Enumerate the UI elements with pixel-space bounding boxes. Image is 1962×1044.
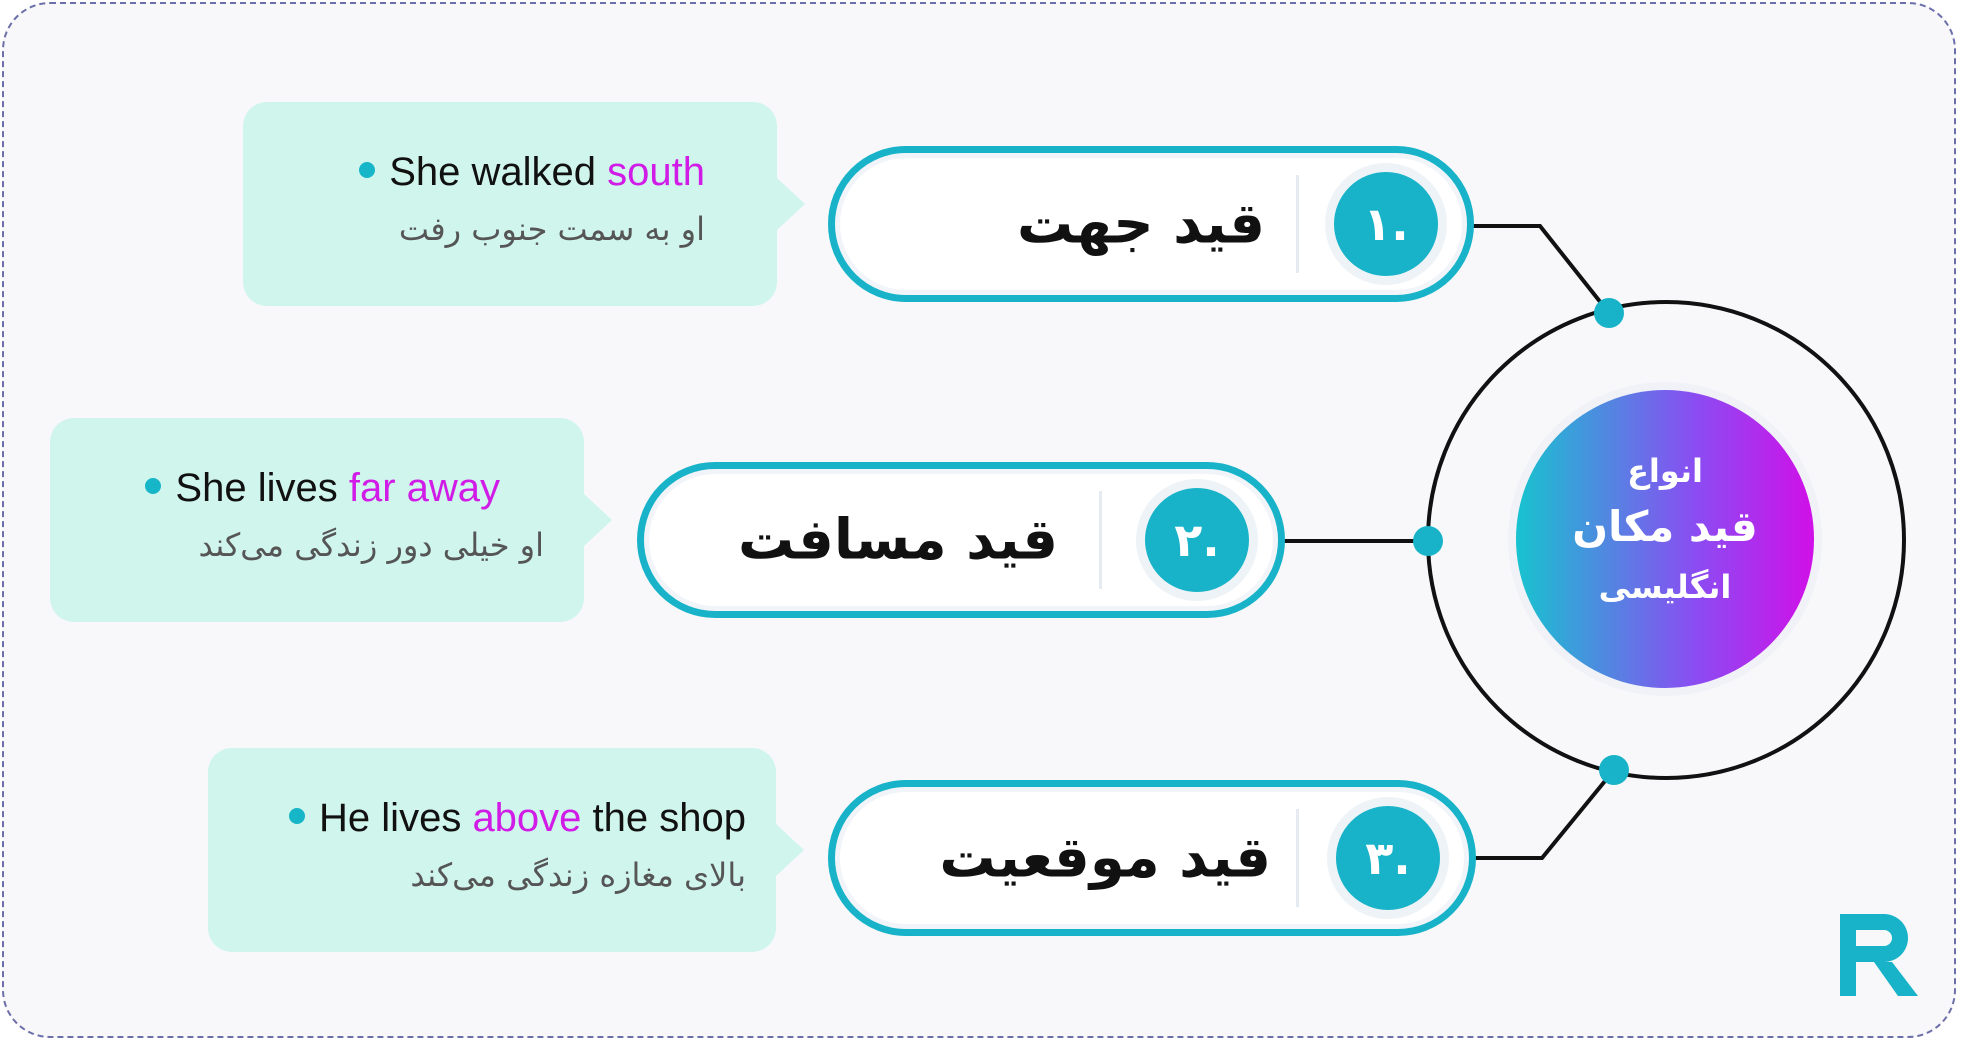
example-sentence-3: He lives above the shop <box>289 796 746 841</box>
example-bubble-2: She lives far away او خیلی دور زندگی می‌… <box>50 418 612 622</box>
number-badge-2: ۲. <box>1136 479 1258 601</box>
node-dot-3 <box>1599 755 1629 785</box>
bullet-dot <box>359 162 376 179</box>
center-line-2: قید مکان <box>1572 502 1758 551</box>
pill-separator <box>1296 175 1299 273</box>
translation-1: او به سمت جنوب رفت <box>398 210 705 248</box>
node-dot-1 <box>1594 298 1624 328</box>
center-topic-circle: انواع قید مکان انگلیسی <box>1516 390 1814 688</box>
center-line-1: انواع <box>1627 452 1703 490</box>
highlight-word: above <box>472 796 582 840</box>
bullet-dot <box>289 808 306 825</box>
brand-logo-icon <box>1840 914 1918 996</box>
number-badge-3: ۳. <box>1327 797 1449 919</box>
node-dot-2 <box>1413 526 1443 556</box>
connector-1 <box>1472 224 1611 315</box>
example-sentence-2: She lives far away <box>145 466 500 511</box>
adverb-title-2: قید مسافت <box>737 507 1058 573</box>
adverb-pill-2: قید مسافت ۲. <box>637 462 1285 618</box>
example-bubble-1: She walked south او به سمت جنوب رفت <box>243 102 805 306</box>
adverb-pill-3: قید موقعیت ۳. <box>828 780 1476 936</box>
adverb-title-3: قید موقعیت <box>939 825 1271 891</box>
number-badge-1: ۱. <box>1325 163 1447 285</box>
pill-separator <box>1296 809 1299 907</box>
highlight-word: far away <box>348 466 500 510</box>
translation-3: بالای مغازه زندگی می‌کند <box>410 856 746 894</box>
connector-3 <box>1472 768 1616 860</box>
center-line-3: انگلیسی <box>1598 568 1732 606</box>
example-sentence-1: She walked south <box>359 150 705 195</box>
pill-separator <box>1099 491 1102 589</box>
example-bubble-3: He lives above the shop بالای مغازه زندگ… <box>208 748 804 952</box>
bullet-dot <box>145 478 162 495</box>
highlight-word: south <box>607 150 705 194</box>
translation-2: او خیلی دور زندگی می‌کند <box>198 526 544 564</box>
adverb-pill-1: قید جهت ۱. <box>828 146 1474 302</box>
adverb-title-1: قید جهت <box>1017 191 1265 257</box>
